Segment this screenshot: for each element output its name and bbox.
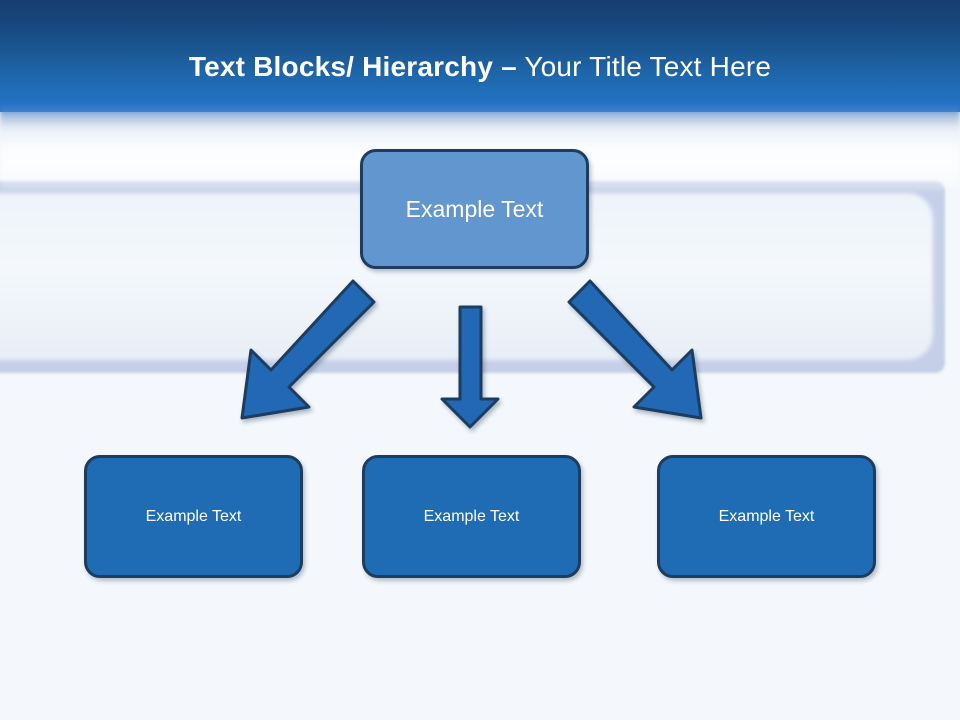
page-title-light: Your Title Text Here	[516, 51, 772, 82]
hierarchy-child-box-2[interactable]: Example Text	[362, 455, 581, 578]
page-title: Text Blocks/ Hierarchy – Your Title Text…	[0, 50, 960, 84]
hierarchy-root-box[interactable]: Example Text	[360, 149, 589, 269]
hierarchy-child-label-2: Example Text	[423, 507, 520, 525]
hierarchy-child-box-1[interactable]: Example Text	[84, 455, 303, 578]
hierarchy-root-label: Example Text	[405, 195, 544, 222]
header-band	[0, 0, 960, 112]
hierarchy-child-label-1: Example Text	[145, 507, 242, 525]
hierarchy-child-label-3: Example Text	[718, 507, 815, 525]
page-title-bold: Text Blocks/ Hierarchy –	[188, 51, 517, 82]
hierarchy-child-box-3[interactable]: Example Text	[657, 455, 876, 578]
